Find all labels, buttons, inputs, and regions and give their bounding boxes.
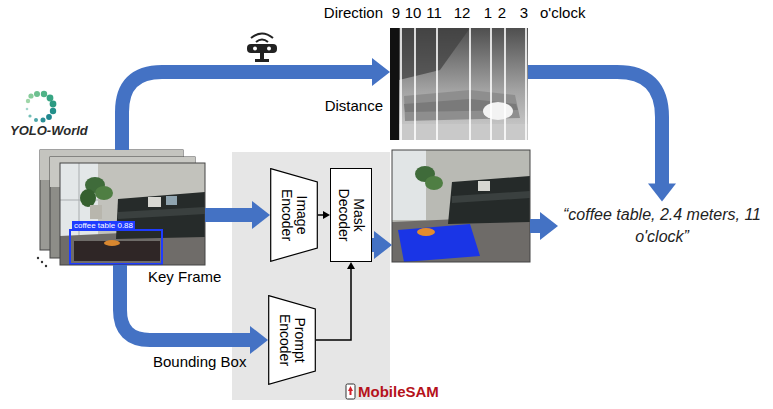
frame-stack: YOLO-Worldcoffee table 0.88 [40,150,205,265]
video-frames [37,150,205,267]
depth-image [390,28,528,140]
arrow-head [372,58,390,86]
decoder-box: Mask Decoder [330,168,372,262]
clock-number: 9 [392,4,400,21]
flow-arrow [528,72,676,201]
result-label: “coffee table, 2.4 meters, 11 o'clock” [558,204,766,247]
arrow-head [648,183,676,201]
mobilesam-icon [346,384,355,399]
yolo-logo [26,91,57,123]
depth-map: Direction9101112123o'clockDistance [390,28,528,140]
signal-arrow [316,262,355,340]
arrow-head [252,201,270,229]
detection-label: coffee table 0.88 [72,221,135,230]
result-text: “coffee table, 2.4 meters, 11 o'clock” [558,204,766,247]
module-label: Prompt Encoder [277,302,308,378]
encoder-trapezoid: Prompt Encoder [268,295,316,385]
edge-label: Bounding Box [153,353,246,370]
clock-number: 1 [484,4,492,21]
arrow-head [250,326,268,354]
axis-title: Distance [325,97,383,114]
lidar-icon [247,34,277,63]
arrow-shaft [530,219,541,233]
trapezoid-shape [269,296,316,385]
flow-arrow [122,58,390,150]
mobilesam-group: MobileSAMImage EncoderMask DecoderPrompt… [232,152,390,400]
segmented-frame [392,150,530,262]
clock-number: 2 [498,4,506,21]
clock-number: 11 [426,4,442,21]
arrow-head [347,262,355,269]
encoder-trapezoid: Image Encoder [270,168,318,262]
flow-arrow [372,231,392,259]
arrow-shaft [120,265,251,340]
logo-text: YOLO-World [10,124,88,139]
module-label: Mask Decoder [336,175,367,255]
axis-title: Direction [324,4,383,21]
trapezoid-shape [271,169,318,262]
signal-arrow [318,211,330,219]
edge-label: Key Frame [148,268,221,285]
group-title: MobileSAM [358,383,439,400]
flow-arrow [120,265,268,354]
segmented-image [392,150,530,262]
clock-number: 3 [520,4,528,21]
module-label: Image Encoder [279,175,310,255]
arrow-head [323,211,330,219]
flow-arrow [530,212,558,240]
flow-arrow [205,201,270,229]
mobilesam-band [232,152,390,400]
clock-number: 10 [405,4,422,21]
arrow-shaft [316,268,351,340]
arrow-shaft [205,208,253,222]
axis-unit: o'clock [540,4,585,21]
arrow-head [540,212,558,240]
arrow-head [374,231,392,259]
clock-number: 12 [454,4,471,21]
arrow-shaft [528,72,662,184]
